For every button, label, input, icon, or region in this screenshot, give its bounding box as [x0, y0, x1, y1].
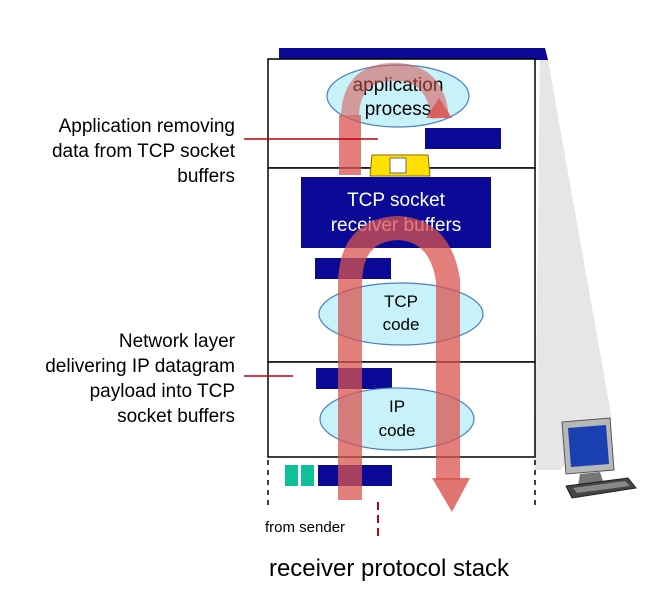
network-annotation-line-4: socket buffers — [117, 406, 235, 427]
app-annotation-line-2: data from TCP socket — [52, 141, 236, 162]
perspective-edge — [535, 48, 548, 60]
diagram-caption: receiver protocol stack — [269, 555, 510, 582]
tcp-code-label-1: TCP — [384, 292, 418, 311]
app-annotation-line-1: Application removing — [59, 116, 235, 137]
tcp-buffers-label-1: TCP socket — [347, 190, 446, 211]
computer-icon — [561, 417, 637, 499]
network-annotation-line-3: payload into TCP — [90, 381, 235, 402]
data-flow-arrowhead-down — [432, 478, 470, 512]
tcp-code-label-2: code — [383, 315, 420, 334]
app-annotation-line-3: buffers — [177, 166, 235, 187]
from-sender-label: from sender — [265, 519, 345, 536]
app-read-flow-curve — [341, 62, 449, 120]
network-annotation-line-2: delivering IP datagram — [45, 356, 235, 377]
frame-header-1 — [285, 465, 298, 486]
frame-header-2 — [301, 465, 314, 486]
top-bar — [279, 48, 537, 60]
data-flow-up-down-arrow — [338, 215, 460, 500]
app-segment-rect — [425, 128, 501, 149]
ip-code-label-1: IP — [389, 397, 405, 416]
app-read-arrowhead — [426, 98, 452, 118]
network-annotation-line-1: Network layer — [119, 331, 236, 352]
ip-code-label-2: code — [379, 421, 416, 440]
application-process-label-2: process — [365, 99, 432, 120]
perspective-shadow — [535, 48, 612, 470]
socket-opening — [389, 157, 407, 174]
